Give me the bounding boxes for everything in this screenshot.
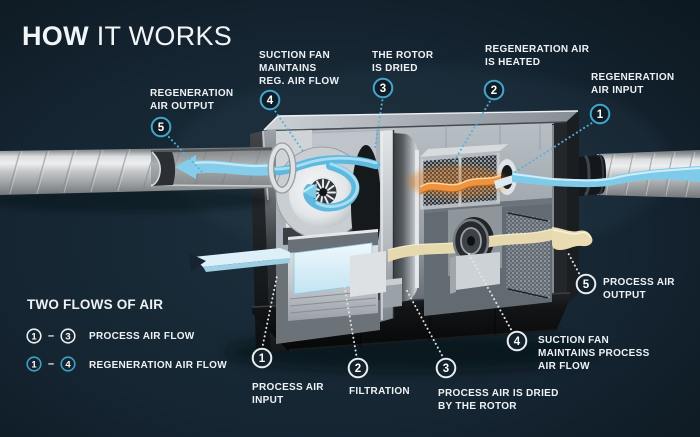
svg-text:2: 2 xyxy=(355,363,361,375)
svg-text:5: 5 xyxy=(158,122,165,134)
svg-text:1: 1 xyxy=(31,360,37,371)
svg-text:3: 3 xyxy=(443,363,449,375)
svg-text:–: – xyxy=(48,330,54,342)
svg-text:5: 5 xyxy=(583,279,590,291)
svg-text:–: – xyxy=(48,358,54,370)
svg-text:4: 4 xyxy=(267,95,274,107)
svg-text:1: 1 xyxy=(597,109,604,121)
svg-text:4: 4 xyxy=(65,360,71,371)
svg-text:3: 3 xyxy=(65,332,70,343)
svg-text:1: 1 xyxy=(31,332,37,343)
svg-text:2: 2 xyxy=(491,85,497,97)
svg-text:4: 4 xyxy=(514,336,521,348)
svg-text:3: 3 xyxy=(380,83,386,95)
svg-text:1: 1 xyxy=(259,353,266,365)
